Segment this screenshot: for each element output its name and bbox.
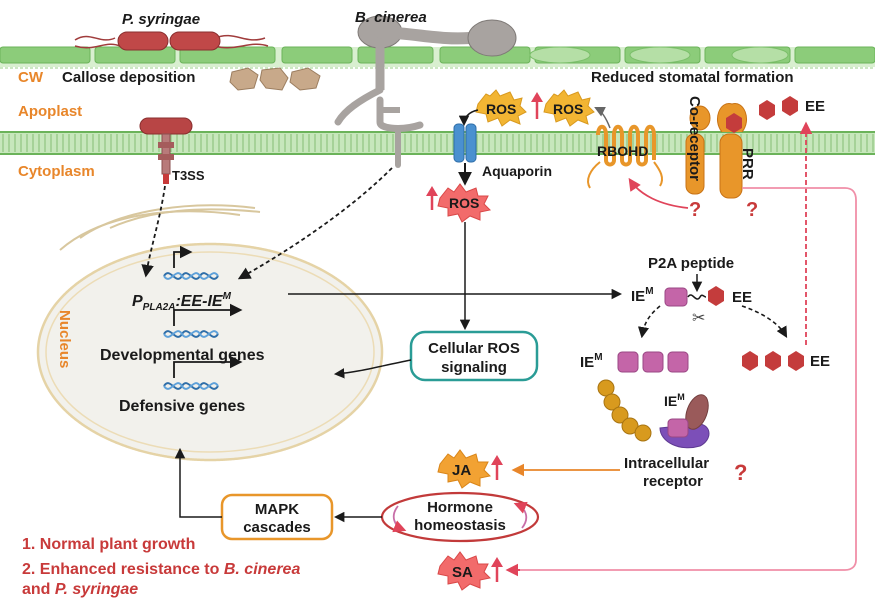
mapk-to-nucleus-arrow [174, 447, 222, 518]
dna-developmental-icon [163, 303, 243, 338]
dna-defensive-icon [163, 355, 243, 390]
ee-label-cleaved: EE [810, 353, 830, 370]
ros-cyto-up-arrow [426, 186, 438, 210]
ie-block-fusion [664, 287, 688, 307]
ie-block-2 [642, 351, 664, 373]
p-syringae-label: P. syringae [122, 11, 200, 28]
cytoplasm-label: Cytoplasm [18, 163, 95, 180]
cleavage-ee-arrow [741, 305, 788, 338]
ros-apoplast-1: ROS [486, 101, 516, 117]
ee-hexagon-2 [782, 96, 798, 116]
ros-up-arrow-apoplast [531, 92, 543, 119]
sa-burst [437, 551, 492, 591]
ie-label-receptor: IEM [664, 392, 685, 409]
developmental-genes-label: Developmental genes [100, 347, 265, 364]
t3ss-to-nucleus-arrow [141, 185, 166, 278]
ros-to-aquaporin-arrow [458, 109, 479, 127]
aquaporin-label: Aquaporin [482, 163, 552, 179]
prr-to-rbohd-arrow [628, 177, 689, 209]
ee-hexagon-fusion [708, 286, 724, 306]
ee-label-fusion: EE [732, 289, 752, 306]
homeostasis-cycle-left [392, 505, 407, 533]
ee-hexagon-cleaved-1 [742, 351, 758, 371]
mapk-label-2: cascades [243, 519, 311, 536]
coreceptor-protein [685, 105, 711, 195]
scissors-icon: ✂ [692, 310, 705, 327]
defensive-genes-label: Defensive genes [119, 398, 245, 415]
cw-label: CW [18, 69, 44, 86]
ie-label-cleaved: IEM [580, 352, 603, 371]
sa-up-arrow [491, 557, 503, 582]
callose-deposits [229, 67, 321, 91]
coreceptor-question: ? [689, 199, 701, 221]
b-cinerea-label: B. cinerea [355, 9, 427, 26]
homeostasis-cycle-right [513, 501, 528, 529]
ie-block-1 [617, 351, 639, 373]
ros-burst-cyto [437, 183, 492, 223]
ee-hexagon-cleaved-3 [788, 351, 804, 371]
cleavage-ie-arrow [637, 305, 661, 339]
apoplast-label: Apoplast [18, 103, 82, 120]
rbohd-protein [587, 124, 664, 189]
nucleus-envelope [36, 204, 384, 462]
construct-label: PPLA2A:EE-IEM [132, 291, 232, 313]
outcome-normal-growth: 1. Normal plant growth [22, 536, 195, 553]
ros-burst-left [475, 89, 527, 127]
ee-hexagon-cleaved-2 [765, 351, 781, 371]
signaling-to-nucleus-arrow [333, 359, 412, 379]
outcome-resistance: 2. Enhanced resistance to B. cinerea [22, 561, 300, 578]
hormone-label-1: Hormone [427, 499, 493, 516]
nucleus-label: Nucleus [56, 310, 73, 368]
ros-apoplast-2: ROS [553, 101, 583, 117]
t3ss-label: T3SS [172, 168, 205, 183]
prr-to-sa-line [510, 187, 857, 571]
ja-label: JA [452, 462, 471, 479]
ee-hexagon-bound [726, 113, 742, 133]
ja-up-arrow [491, 455, 503, 480]
ros-burst-right [543, 89, 595, 127]
fungus-to-nucleus-arrow [237, 167, 393, 280]
prr-label: PRR [739, 148, 756, 180]
callose-deposition-label: Callose deposition [62, 69, 195, 86]
mapk-label-1: MAPK [255, 501, 299, 518]
ja-burst [437, 449, 492, 489]
intracellular-receptor [597, 379, 710, 449]
sa-label: SA [452, 564, 473, 581]
intracellular-label-2: receptor [643, 473, 703, 490]
ee-hexagon-1 [759, 100, 775, 120]
ie-block-3 [667, 351, 689, 373]
p2a-peptide-label: P2A peptide [648, 255, 734, 272]
rbohd-to-ros-arrow [594, 107, 611, 129]
prr-question: ? [746, 199, 758, 221]
rbohd-label: RBOHD [597, 143, 648, 159]
ros-cyto-label: ROS [449, 195, 479, 211]
reduced-stomatal-label: Reduced stomatal formation [591, 69, 794, 86]
intracellular-label-1: Intracellular [624, 455, 709, 472]
dna-construct-icon [163, 245, 219, 280]
aquaporin-channel [453, 123, 477, 163]
cellular-ros-label-1: Cellular ROS [428, 340, 520, 357]
coreceptor-label: Co-receptor [686, 96, 703, 181]
outcome-resistance-cont: and P. syringae [22, 581, 138, 598]
p-syringae-bacterium [74, 31, 269, 51]
b-cinerea-fungus [334, 15, 517, 168]
hormone-label-2: homeostasis [414, 517, 506, 534]
receptor-question: ? [734, 460, 747, 485]
t3ss-apparatus [139, 117, 193, 184]
cellular-ros-label-2: signaling [441, 359, 507, 376]
ie-label-fusion: IEM [631, 286, 654, 305]
ee-label-membrane: EE [805, 98, 825, 115]
p2a-linker [687, 294, 707, 300]
cellular-ros-signaling-box [409, 330, 539, 382]
